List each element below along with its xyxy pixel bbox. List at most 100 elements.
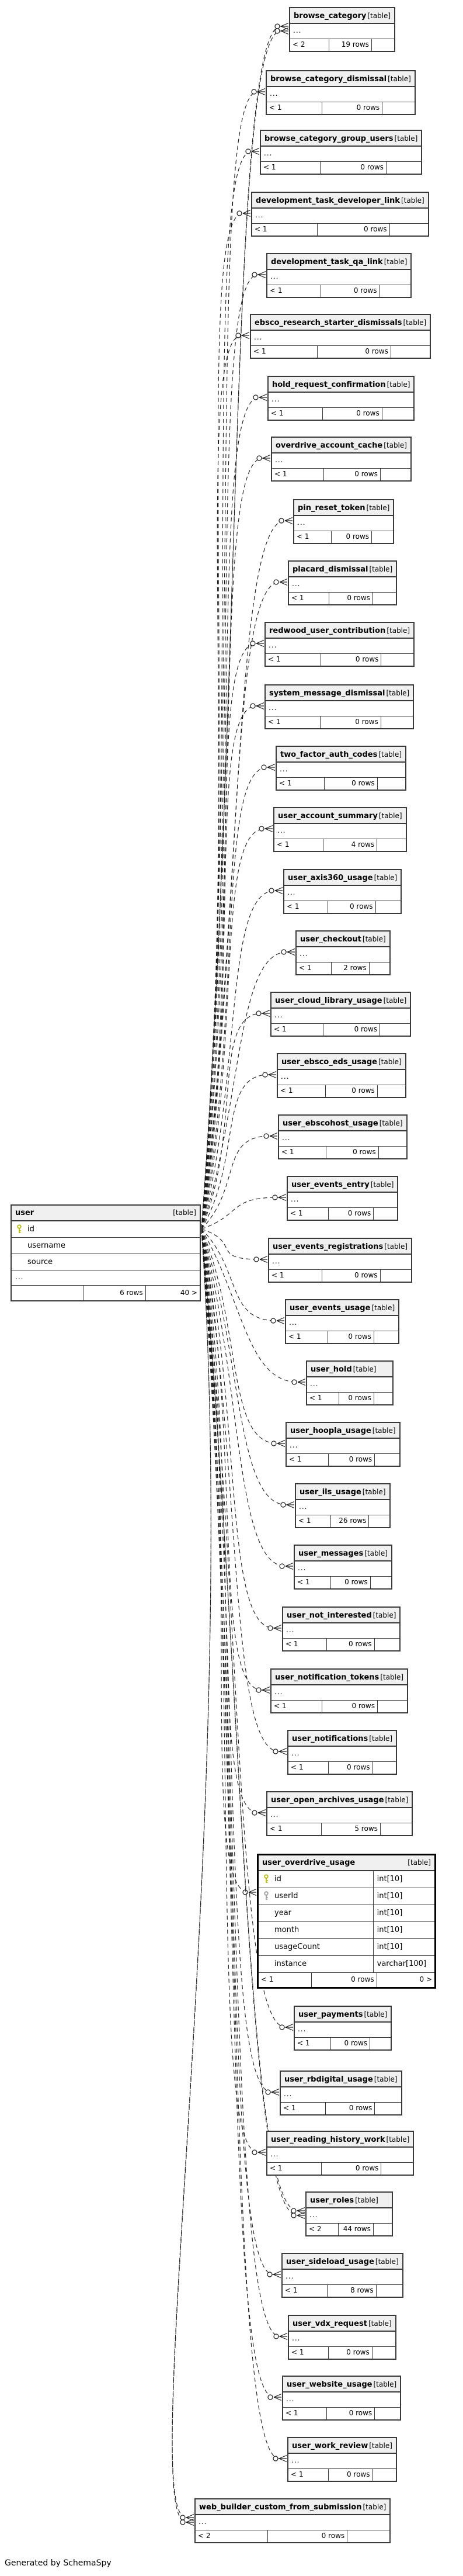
table-header[interactable]: user_account_summary[table] [274,808,406,824]
table-header[interactable]: development_task_developer_link[table] [252,193,428,209]
table-header[interactable]: user_website_usage[table] [283,2377,401,2393]
column-row-username[interactable]: username [12,1238,200,1254]
table-header[interactable]: browse_category_dismissal[table] [267,71,415,87]
table-header[interactable]: user_messages[table] [295,1546,391,1561]
table-header[interactable]: user_ils_usage[table] [296,1484,389,1500]
table-header[interactable]: user_events_registrations[table] [269,1239,412,1255]
table-header[interactable]: user_not_interested[table] [283,1608,400,1623]
table-header[interactable]: redwood_user_contribution[table] [266,623,414,639]
table-header[interactable]: pin_reset_token[table] [294,500,394,516]
table-header[interactable]: user_checkout[table] [297,932,389,947]
table-header[interactable]: user_notification_tokens[table] [271,1670,408,1685]
table-header[interactable]: user_reading_history_work[table] [267,2132,413,2148]
table-node-web_builder_custom_from_submission[interactable]: web_builder_custom_from_submission[table… [194,2498,391,2543]
table-header[interactable]: user_overdrive_usage[table] [259,1855,434,1871]
table-header[interactable]: user_open_archives_usage[table] [267,1792,412,1808]
table-header[interactable]: two_factor_auth_codes[table] [277,747,406,763]
column-name: year [274,1909,292,1917]
footer-fk-count: < 1 [277,840,290,849]
table-header[interactable]: system_message_dismissal[table] [266,685,413,701]
table-header[interactable]: overdrive_account_cache[table] [272,438,410,453]
table-header[interactable]: user_payments[table] [295,2007,391,2023]
fk-edge [277,1439,286,1444]
fk-edge [201,581,280,1230]
table-node-ebsco_research_starter_dismissals[interactable]: ebsco_research_starter_dismissals[table]… [250,314,431,359]
table-header[interactable]: user_cloud_library_usage[table] [271,993,410,1009]
table-header[interactable]: placard_dismissal[table] [289,562,396,577]
table-name: user_work_review [292,2442,368,2450]
column-row-id[interactable]: id [12,1221,200,1238]
table-header[interactable]: user_sideload_usage[table] [283,2254,402,2270]
fk-edge [269,1132,278,1137]
table-header[interactable]: user_hoopla_usage[table] [287,1423,399,1439]
table-header[interactable]: user_work_review[table] [288,2438,396,2454]
table-header[interactable]: hold_request_confirmation[table] [269,377,414,393]
table-header[interactable]: user_roles[table] [307,2193,392,2208]
table-header[interactable]: user_notifications[table] [288,1731,396,1747]
table-header[interactable]: user_events_entry[table] [288,1177,398,1193]
fk-edge [268,1071,277,1075]
table-node-development_task_developer_link[interactable]: development_task_developer_link[table]..… [251,192,429,237]
table-header[interactable]: user_events_usage[table] [286,1300,399,1316]
table-header[interactable]: web_builder_custom_from_submission[table… [196,2499,390,2515]
table-header[interactable]: browse_category_group_users[table] [261,131,422,147]
table-header[interactable]: development_task_qa_link[table] [267,254,411,270]
table-header[interactable]: user_hold[table] [307,1362,392,1377]
table-node-browse_category_group_users[interactable]: browse_category_group_users[table]...< 1… [260,130,423,175]
table-header[interactable]: user_ebsco_eds_usage[table] [278,1054,405,1070]
table-header[interactable]: user [table] [12,1206,200,1221]
table-header[interactable]: browse_category[table] [290,8,395,24]
table-header[interactable]: user_vdx_request[table] [289,2316,395,2332]
table-header[interactable]: ebsco_research_starter_dismissals[table] [251,315,430,331]
table-header[interactable]: user_axis360_usage[table] [284,870,401,886]
column-row-source[interactable]: source [12,1254,200,1270]
table-node-user[interactable]: user [table] id username source ... 6 ro… [11,1204,201,1301]
table-header[interactable]: user_ebscohost_usage[table] [279,1116,406,1131]
table-header[interactable]: user_rbdigital_usage[table] [281,2072,401,2087]
